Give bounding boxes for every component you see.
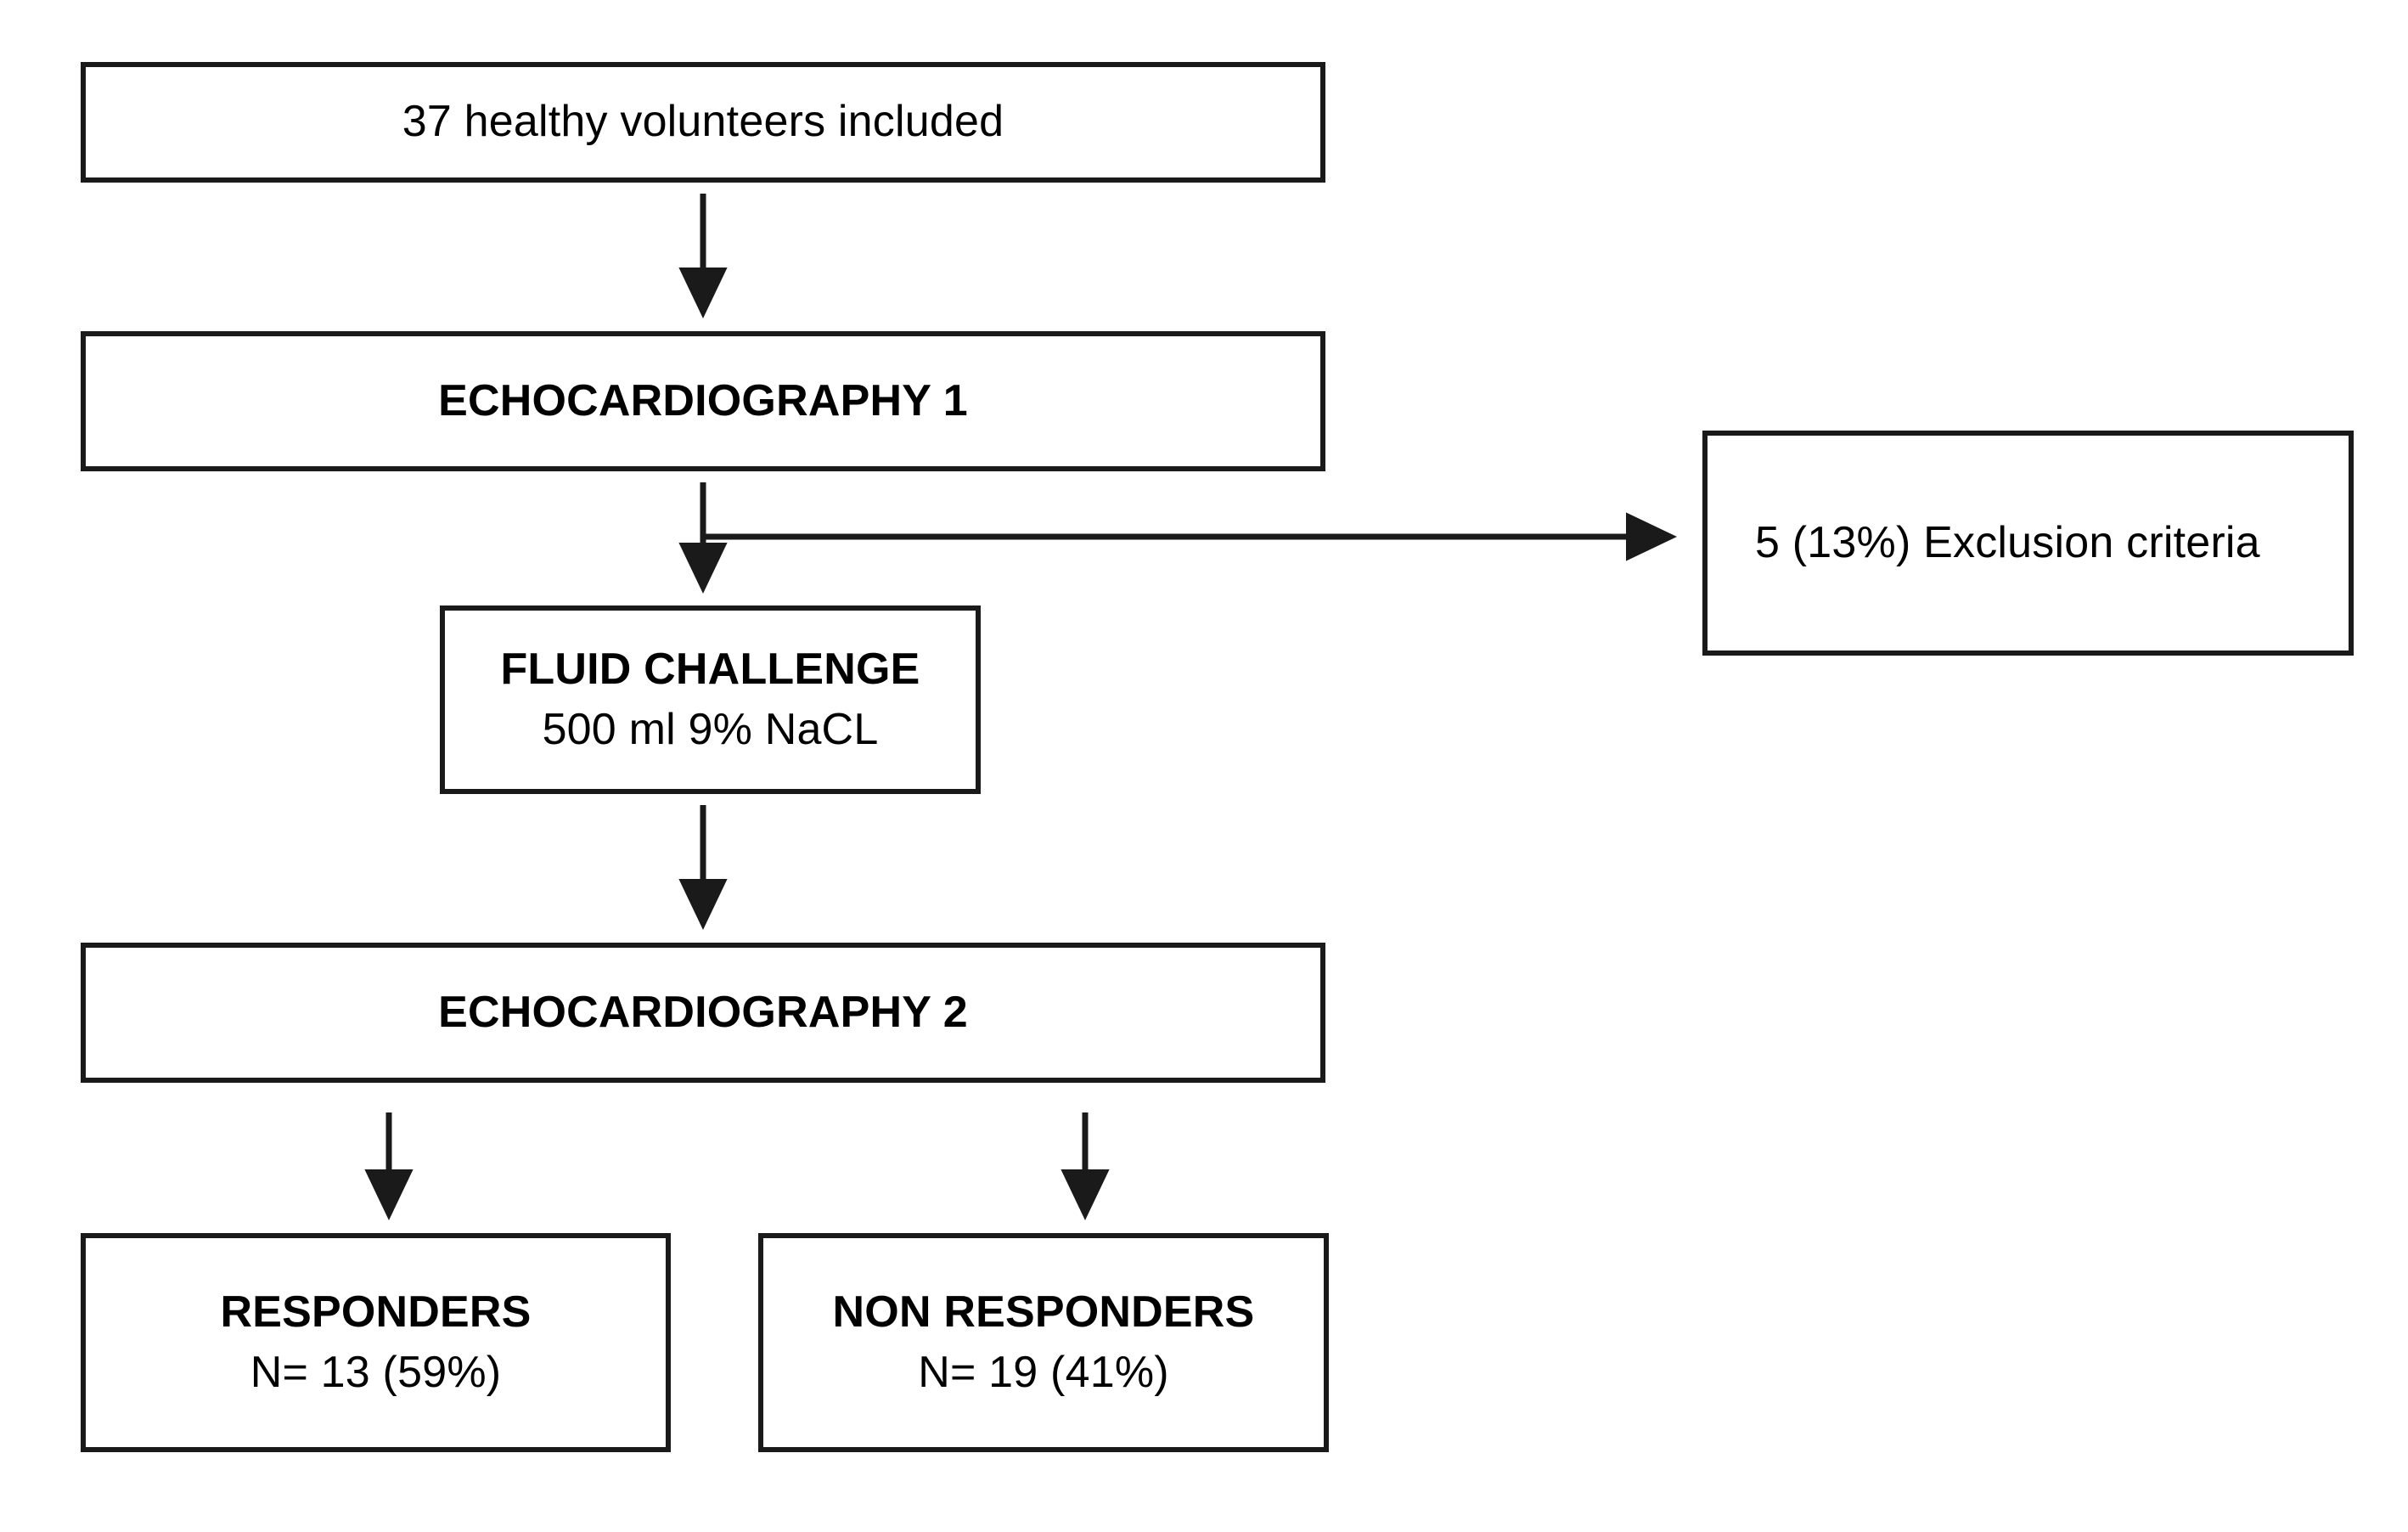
fluid-challenge-title: FLUID CHALLENGE bbox=[500, 644, 920, 694]
echocardiography-1-label: ECHOCARDIOGRAPHY 1 bbox=[438, 375, 968, 425]
responders-detail: N= 13 (59%) bbox=[250, 1348, 502, 1397]
non-responders-title: NON RESPONDERS bbox=[832, 1287, 1255, 1337]
node-non-responders: NON RESPONDERS N= 19 (41%) bbox=[758, 1233, 1329, 1452]
exclusion-criteria-label: 5 (13%) Exclusion criteria bbox=[1755, 517, 2260, 567]
responders-title: RESPONDERS bbox=[220, 1287, 532, 1337]
node-fluid-challenge: FLUID CHALLENGE 500 ml 9% NaCL bbox=[440, 605, 981, 794]
node-responders: RESPONDERS N= 13 (59%) bbox=[81, 1233, 671, 1452]
node-enrollment: 37 healthy volunteers included bbox=[81, 62, 1325, 183]
node-echocardiography-1: ECHOCARDIOGRAPHY 1 bbox=[81, 331, 1325, 471]
enrollment-label: 37 healthy volunteers included bbox=[402, 97, 1004, 147]
fluid-challenge-detail: 500 ml 9% NaCL bbox=[542, 705, 879, 754]
node-echocardiography-2: ECHOCARDIOGRAPHY 2 bbox=[81, 943, 1325, 1083]
non-responders-detail: N= 19 (41%) bbox=[918, 1348, 1169, 1397]
node-exclusion-criteria: 5 (13%) Exclusion criteria bbox=[1702, 431, 2354, 656]
echocardiography-2-label: ECHOCARDIOGRAPHY 2 bbox=[438, 987, 968, 1037]
